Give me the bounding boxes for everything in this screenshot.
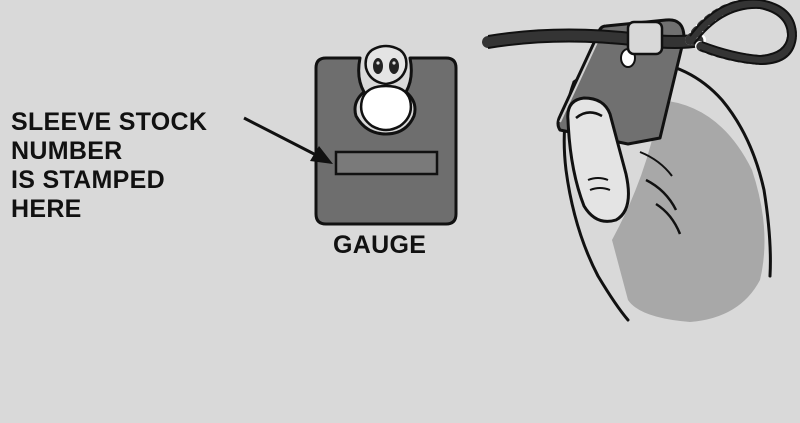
callout-line-2: NUMBER [11, 137, 123, 165]
callout-line-3: IS STAMPED [11, 166, 165, 194]
callout-arrow [243, 116, 333, 164]
hand-shadow [612, 100, 765, 322]
wire-rope [482, 0, 798, 66]
callout-line-1: SLEEVE STOCK [11, 108, 208, 136]
hand-with-gauge [556, 18, 772, 322]
stamp-callout-label: SLEEVE STOCK NUMBER IS STAMPED HERE [11, 108, 207, 224]
stamp-area [334, 150, 439, 176]
callout-line-4: HERE [11, 195, 82, 223]
rope-sleeve [626, 20, 664, 56]
gauge-plate [314, 56, 458, 226]
gauge [314, 44, 458, 226]
thumb [566, 96, 630, 223]
gauge-hole [359, 84, 413, 132]
sleeve-hole-left [373, 58, 383, 74]
sleeve-hole-right [389, 58, 399, 74]
gauge-label: GAUGE [333, 231, 427, 259]
sleeve-lug [364, 44, 408, 86]
